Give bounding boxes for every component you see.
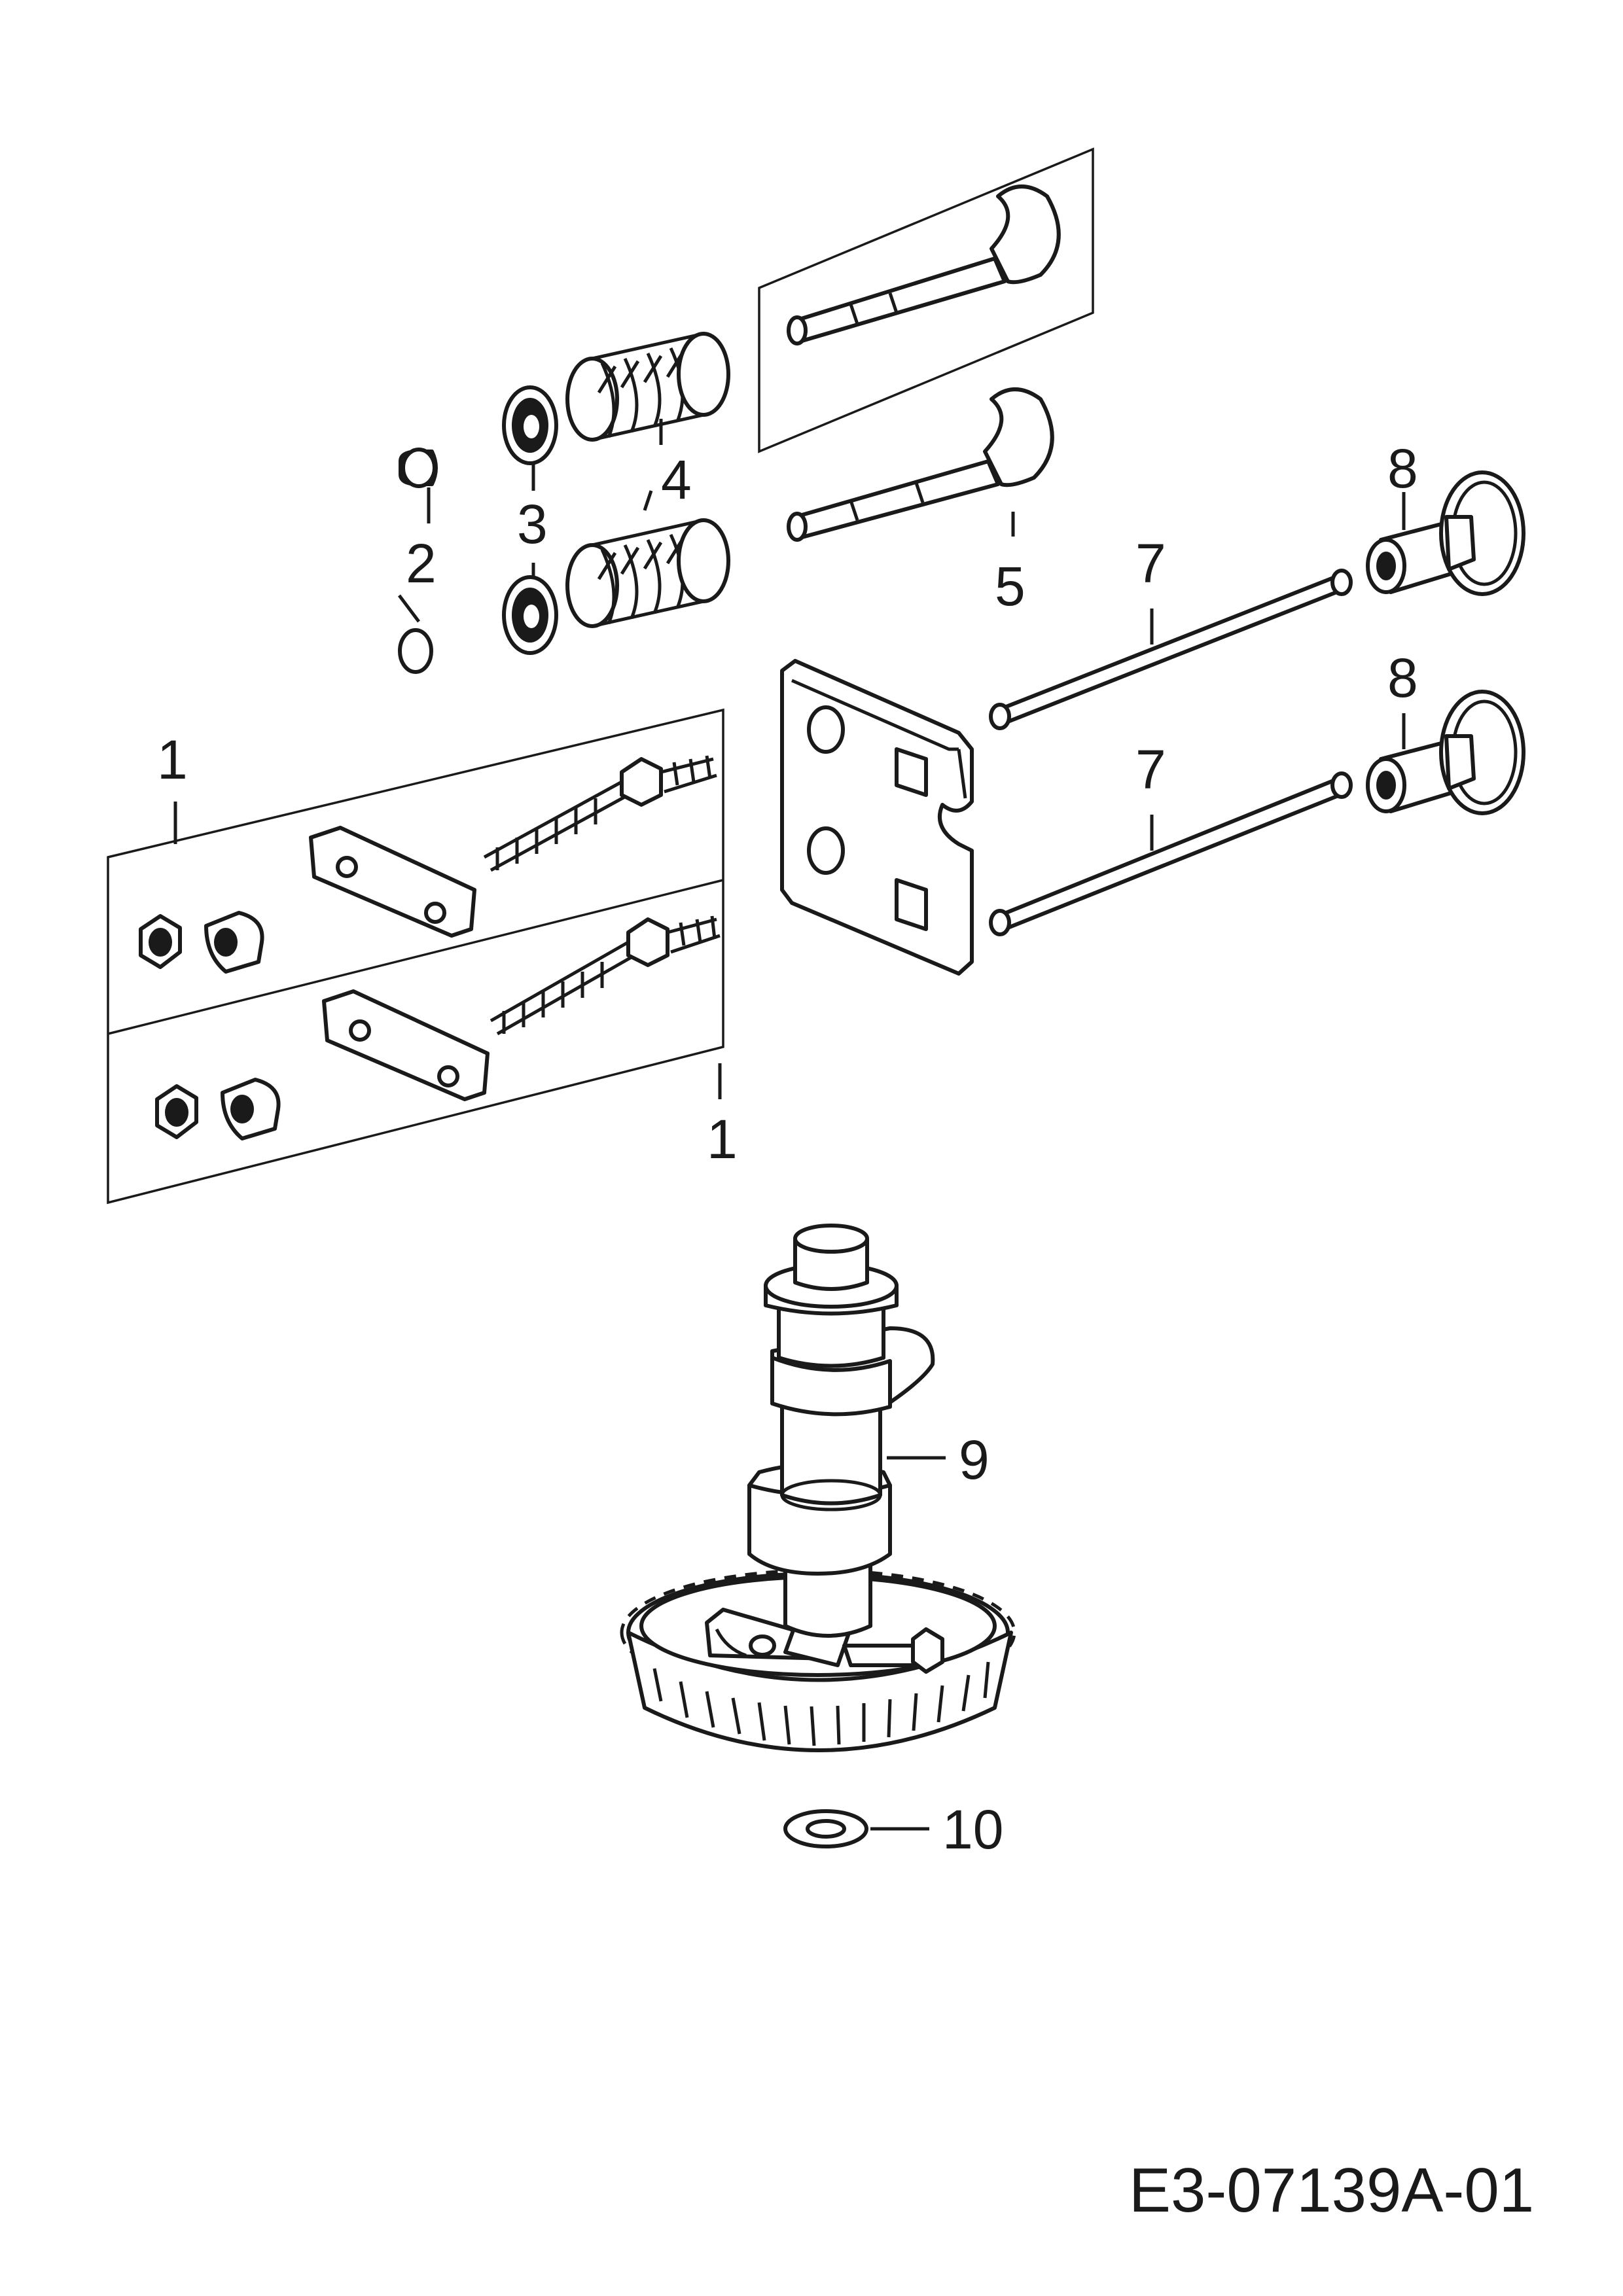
spring-lower <box>565 518 730 628</box>
spring-upper <box>565 332 730 442</box>
valve-group: 5 <box>758 147 1094 617</box>
valve-springs: 4 <box>565 332 730 628</box>
label-3: 3 <box>517 493 548 555</box>
valve-lower <box>787 387 1054 542</box>
leader-2b <box>398 594 420 623</box>
label-9: 9 <box>959 1429 990 1491</box>
label-10: 10 <box>942 1799 1003 1860</box>
label-8-bottom: 8 <box>1387 647 1418 709</box>
label-2: 2 <box>406 533 437 594</box>
tappets: 8 8 <box>1366 438 1525 815</box>
valve-upper <box>787 185 1061 345</box>
label-1-bottom: 1 <box>707 1108 738 1170</box>
camshaft: 9 <box>620 1224 1016 1752</box>
push-rod-upper <box>989 569 1353 730</box>
governor-weights <box>705 1578 944 1674</box>
tappet-upper <box>1366 470 1525 596</box>
rocker-kit-lower <box>155 915 721 1140</box>
push-rod-guide-plate <box>780 659 974 976</box>
label-8-top: 8 <box>1387 438 1418 499</box>
spring-retainers: 3 <box>502 385 558 655</box>
tappet-lower <box>1366 690 1525 815</box>
label-1-top: 1 <box>157 729 188 790</box>
rocker-kit-upper <box>139 755 717 974</box>
label-4: 4 <box>661 449 692 510</box>
rocker-arm-kits: 1 1 <box>107 708 738 1205</box>
valve-collets: 2 <box>398 448 438 674</box>
label-7-top: 7 <box>1135 533 1166 594</box>
drawing-code: E3-07139A-01 <box>1129 2155 1534 2225</box>
label-5: 5 <box>995 556 1026 617</box>
push-rods: 7 7 <box>989 533 1353 936</box>
label-7-bottom: 7 <box>1135 739 1166 800</box>
push-rod-lower <box>989 771 1353 936</box>
washer: 10 <box>783 1799 1003 1860</box>
leader-4b <box>643 490 653 511</box>
